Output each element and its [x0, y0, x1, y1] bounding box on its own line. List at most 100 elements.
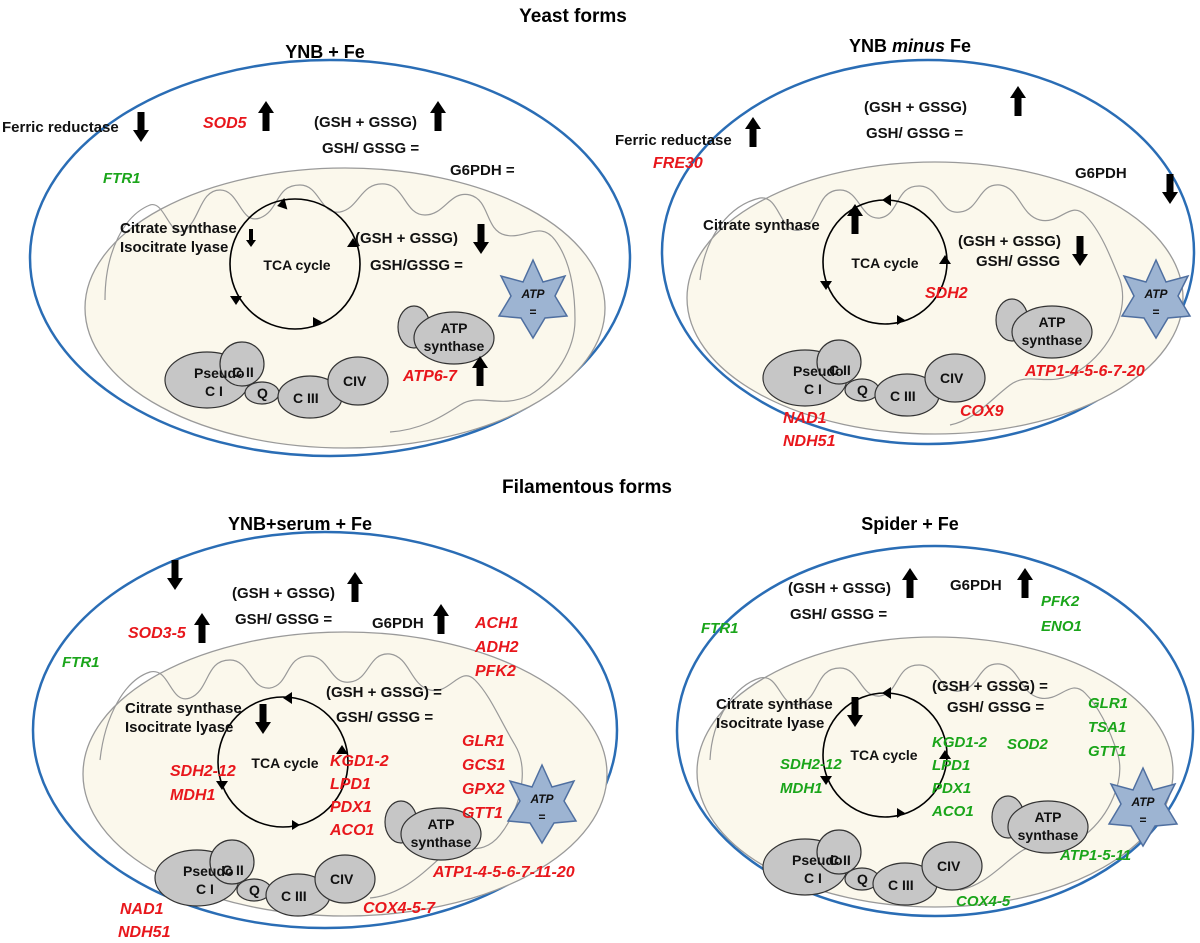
mito-gsh-ratio-label: GSH/ GSSG =: [947, 699, 1044, 716]
complex-iii-label: C III: [293, 390, 319, 406]
ftr1-label: FTR1: [701, 620, 739, 637]
complex-ii: [816, 339, 862, 385]
citrate-synthase-label: Citrate synthase: [703, 217, 820, 234]
g6pdh-label: G6PDH: [372, 615, 424, 632]
glr1-label: GLR1: [462, 733, 505, 750]
cristae: [99, 653, 523, 899]
complex-i-label: C I: [205, 383, 223, 399]
gsh-ratio-label: GSH/ GSSG =: [866, 125, 963, 142]
adh2-label: ADH2: [474, 639, 519, 656]
complex-iv-label: CIV: [937, 858, 961, 874]
citrate-synthase-label: Citrate synthase: [716, 696, 833, 713]
lpd1-label: LPD1: [330, 776, 371, 793]
pfk2-label: PFK2: [475, 663, 516, 680]
tca-arrowhead: [283, 692, 292, 704]
pdx1-label: PDX1: [330, 799, 372, 816]
complex-ii-label: C II: [829, 362, 851, 378]
atp-star-label: =: [538, 810, 545, 824]
ftr1-label: FTR1: [62, 654, 100, 671]
tca-arrowhead: [216, 781, 228, 790]
tca-arrowhead: [313, 317, 322, 327]
panel-title: YNB + Fe: [285, 42, 365, 62]
tsa1-label: TSA1: [1088, 719, 1126, 736]
mito-gsh-sum-label: (GSH + GSSG): [958, 233, 1061, 250]
tca-arrowhead: [897, 808, 905, 818]
aco1-label: ACO1: [931, 803, 974, 820]
kgd1-2-label: KGD1-2: [330, 753, 389, 770]
complex-iv-label: CIV: [343, 373, 367, 389]
atp-star-label: ATP: [529, 792, 554, 806]
panel-spider-fe: Spider + Fe TCA cycle Pseudo C I C II Q …: [675, 514, 1195, 918]
mito-gsh-sum-label: (GSH + GSSG): [355, 230, 458, 247]
cristae: [699, 184, 1124, 426]
atp-genes-label: ATP1-5-11: [1059, 847, 1131, 864]
gcs1-label: GCS1: [462, 757, 506, 774]
aco1-label: ACO1: [329, 822, 375, 839]
panel-title: Spider + Fe: [861, 514, 959, 534]
mdh1-label: MDH1: [780, 780, 823, 797]
tca-cycle-circle: [229, 198, 361, 330]
nad1-label: NAD1: [783, 410, 827, 427]
isocitrate-lyase-label: Isocitrate lyase: [716, 715, 824, 732]
complex-iv: [327, 356, 389, 406]
tca-cycle-label: TCA cycle: [251, 755, 318, 771]
complex-ii: [816, 829, 862, 875]
complex-iii-label: C III: [890, 388, 916, 404]
atp-synthase-label: synthase: [1022, 332, 1083, 348]
mdh1-label: MDH1: [170, 787, 215, 804]
atp-synthase: [400, 807, 482, 861]
complex-i-label: C I: [804, 870, 822, 886]
gsh-ratio-label: GSH/ GSSG =: [235, 611, 332, 628]
tca-cycle-label: TCA cycle: [851, 255, 918, 271]
ferric-reductase-label: Ferric reductase: [615, 132, 732, 149]
atp-synthase-label: ATP: [1039, 314, 1066, 330]
atp-genes-label: ATP6-7: [402, 368, 458, 385]
tca-cycle-label: TCA cycle: [850, 747, 917, 763]
complex-iv-label: CIV: [330, 871, 354, 887]
atp-star-label: =: [1152, 305, 1159, 319]
atp-synthase-label: ATP: [441, 320, 468, 336]
panel-ynb-fe: YNB + Fe TCA cycle Pseudo C I C II Q C I…: [2, 42, 632, 458]
atp-synthase: [413, 311, 495, 365]
tca-cycle-circle: [217, 696, 349, 828]
mito-gsh-ratio-label: GSH/GSSG =: [370, 257, 463, 274]
complex-iv: [314, 854, 376, 904]
complex-iv: [921, 841, 983, 891]
complex-iv: [924, 353, 986, 403]
panel-ynb-minus-fe: YNB minus Fe TCA cycle Pseudo C I C II Q…: [615, 36, 1196, 450]
complex-ii-label: C II: [222, 862, 244, 878]
atp-star-label: =: [1139, 813, 1146, 827]
kgd1-2-label: KGD1-2: [932, 734, 988, 751]
mito-gsh-ratio-label: GSH/ GSSG: [976, 253, 1060, 270]
tca-arrowhead: [882, 687, 891, 699]
nad1-label: NAD1: [120, 901, 164, 918]
gpx2-label: GPX2: [462, 781, 505, 798]
complex-i-label: Pseudo: [194, 365, 245, 381]
mito-gsh-sum-label: (GSH + GSSG) =: [932, 678, 1048, 695]
cristae: [709, 663, 1121, 891]
quinone-label: Q: [857, 382, 868, 398]
tca-arrowhead: [347, 238, 359, 247]
atp-synthase-label: synthase: [411, 834, 472, 850]
gsh-sum-label: (GSH + GSSG): [788, 580, 891, 597]
gtt1-label: GTT1: [1088, 743, 1126, 760]
complex-ii-label: C II: [829, 852, 851, 868]
g6pdh-label: G6PDH =: [450, 162, 515, 179]
sdh2-12-label: SDH2-12: [170, 763, 236, 780]
sdh2-12-label: SDH2-12: [780, 756, 842, 773]
tca-arrowhead: [939, 750, 951, 759]
tca-arrowhead: [820, 281, 832, 290]
gsh-ratio-label: GSH/ GSSG =: [790, 606, 887, 623]
glr1-label: GLR1: [1088, 695, 1128, 712]
sod2-label: SOD2: [1007, 736, 1049, 753]
complex-iv-label: CIV: [940, 370, 964, 386]
ftr1-label: FTR1: [103, 170, 141, 187]
mito-gsh-ratio-label: GSH/ GSSG =: [336, 709, 433, 726]
sod5-label: SOD5: [203, 115, 248, 132]
tca-arrowhead: [277, 197, 288, 210]
tca-arrowhead: [230, 296, 242, 305]
quinone-label: Q: [257, 385, 268, 401]
atp-genes-label: ATP1-4-5-6-7-11-20: [432, 864, 575, 881]
pdx1-label: PDX1: [932, 780, 971, 797]
panel-title: YNB+serum + Fe: [228, 514, 372, 534]
